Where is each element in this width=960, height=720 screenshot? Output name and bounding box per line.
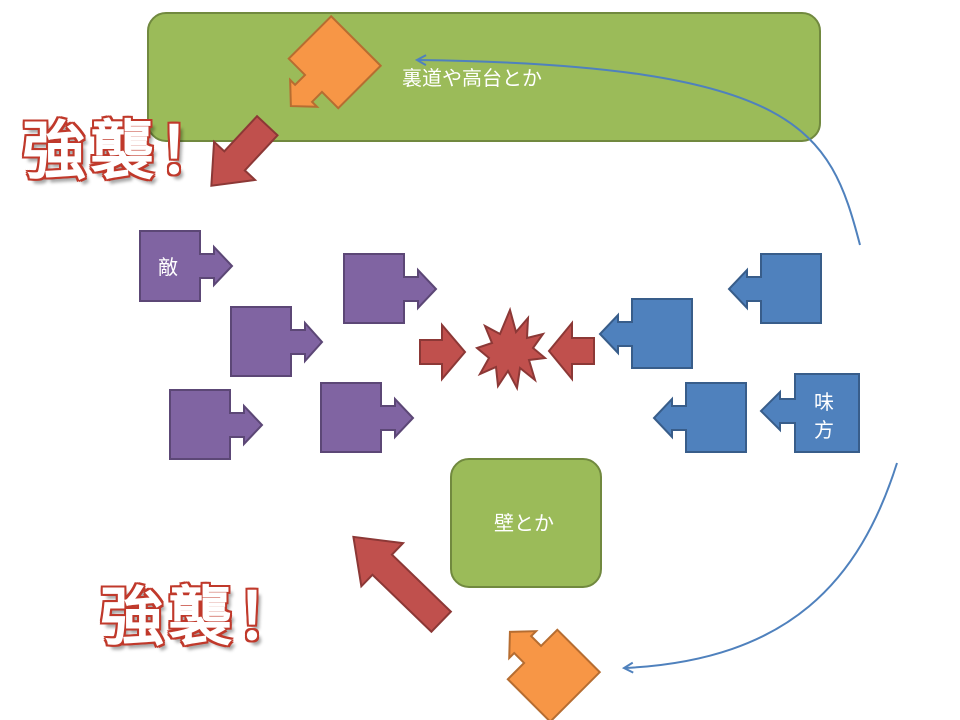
enemy-unit-2 — [343, 253, 438, 324]
flank-path-bottom — [625, 462, 898, 668]
flank-path-top — [418, 60, 861, 246]
ally-unit-1 — [727, 253, 822, 324]
assault-shout-bottom: 強襲！ — [100, 581, 304, 655]
ally-label-line2: 方 — [814, 418, 834, 442]
ally-unit-2 — [598, 298, 693, 369]
assault-arrow-top — [210, 114, 279, 187]
enemy-label: 敵 — [158, 255, 178, 279]
wall-label: 壁とか — [494, 511, 554, 535]
ally-label-line1: 味 — [814, 390, 834, 414]
enemy-unit-3 — [230, 306, 324, 377]
clash-arrow-right — [547, 320, 595, 382]
assault-arrow-bottom — [352, 535, 453, 634]
high-ground-label: 裏道や高台とか — [402, 66, 542, 90]
enemy-unit-5 — [320, 382, 415, 453]
assault-shout-top: 強襲！ — [22, 115, 226, 189]
enemy-unit-4 — [169, 389, 264, 460]
flank-unit-bottom — [506, 628, 602, 720]
clash-arrow-left — [419, 322, 467, 382]
flank-unit-top — [287, 14, 383, 110]
explosion-burst-icon — [474, 306, 548, 392]
ally-unit-4 — [759, 373, 860, 453]
ally-unit-3 — [652, 382, 747, 453]
wall-zone — [450, 458, 602, 588]
enemy-unit-1 — [139, 230, 234, 302]
